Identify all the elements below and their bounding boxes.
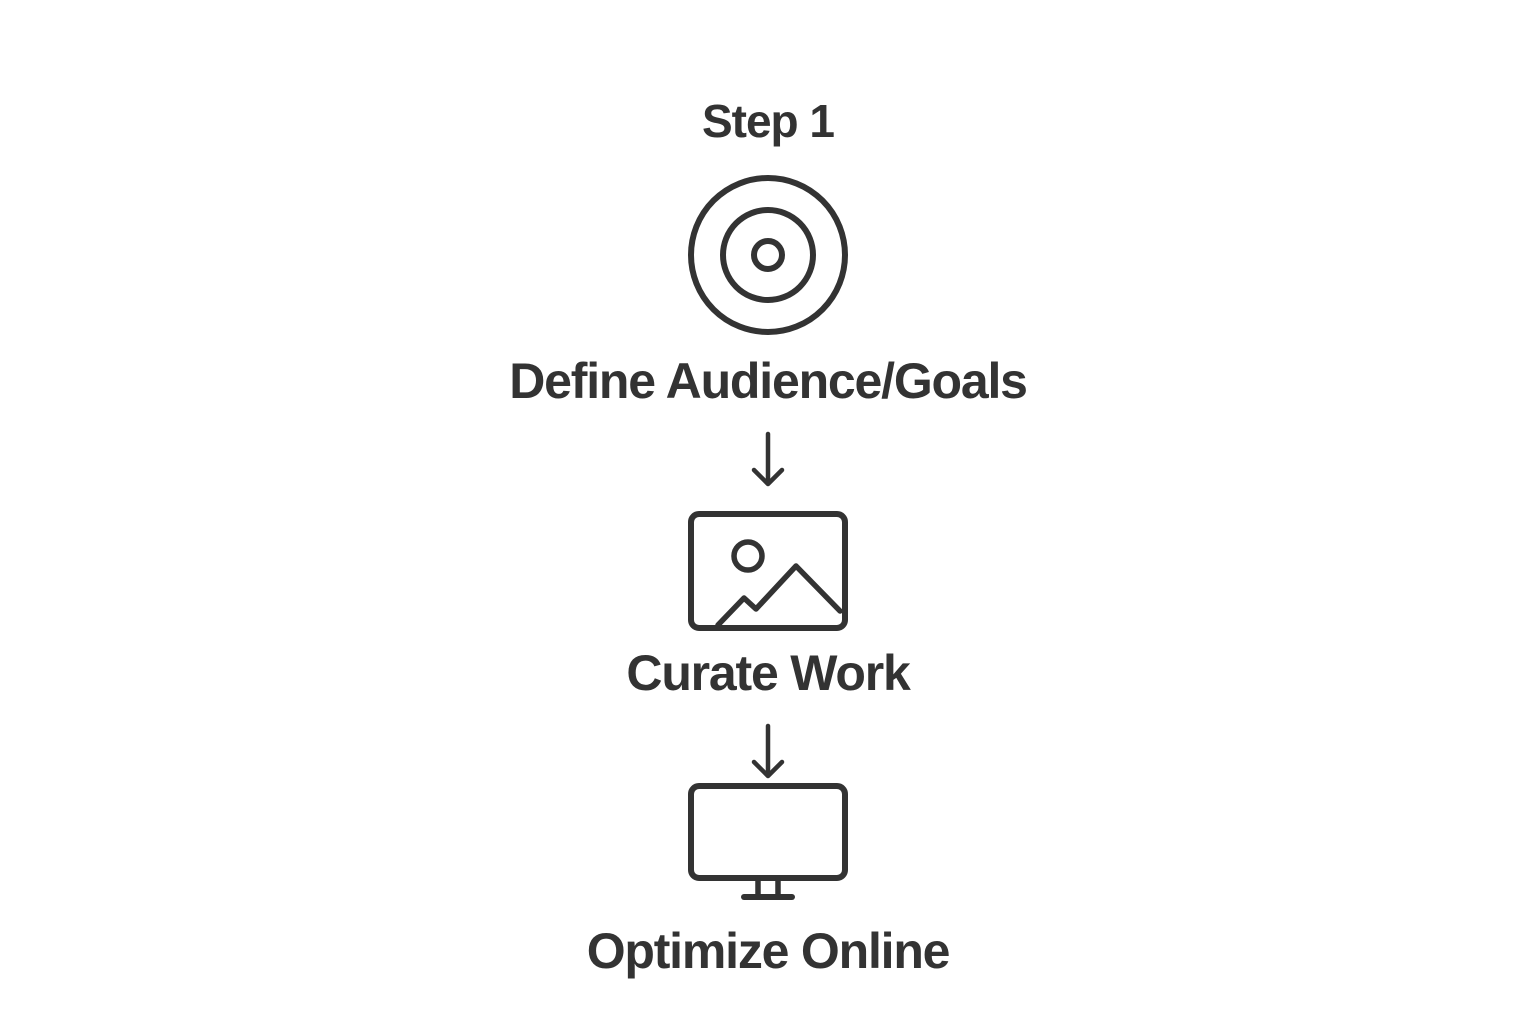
- arrow-down-icon: [748, 722, 788, 782]
- step-heading: Step 1: [701, 95, 835, 147]
- image-icon: [688, 510, 848, 632]
- arrow-down-icon: [748, 430, 788, 490]
- step-label-curate-work: Curate Work: [626, 645, 910, 701]
- monitor-icon: [688, 782, 848, 902]
- step-label-define-audience-goals: Define Audience/Goals: [509, 353, 1028, 409]
- step-label-optimize-online: Optimize Online: [586, 923, 951, 979]
- target-icon: [687, 175, 849, 335]
